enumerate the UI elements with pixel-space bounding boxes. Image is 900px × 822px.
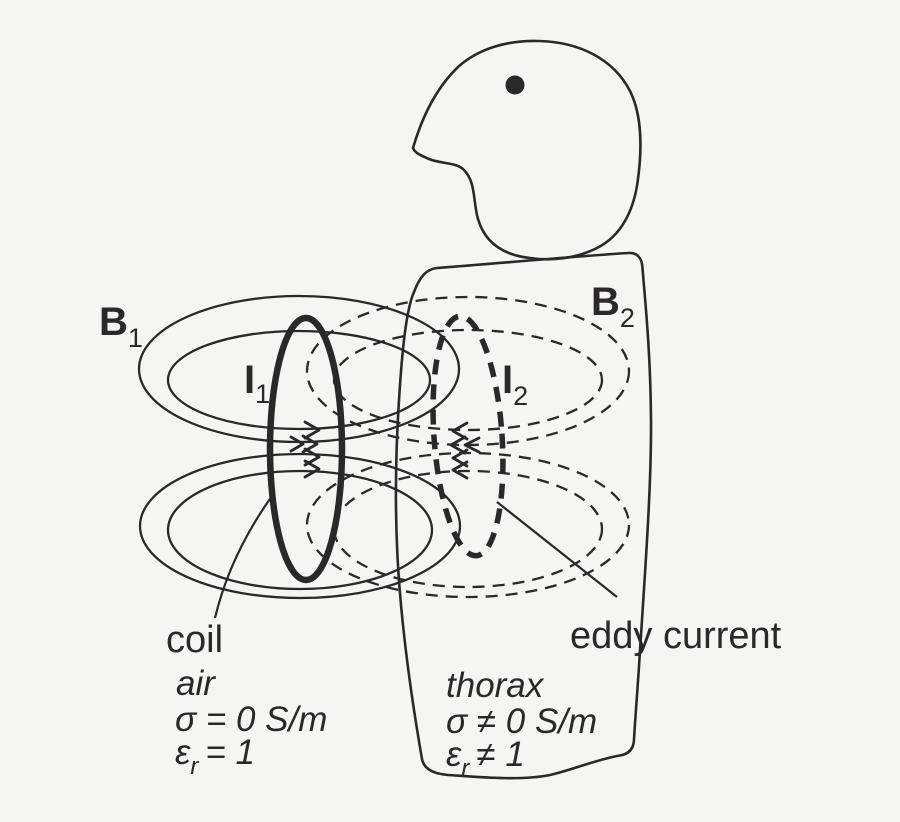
b2-direction-arrows (449, 421, 481, 480)
b1-field-line-bottom-outer (138, 452, 462, 600)
eddy-current-loop (430, 313, 506, 559)
thorax-conductivity-label: σ ≠ 0 S/m (446, 702, 597, 741)
b2-flux-arrow (449, 435, 467, 455)
b2-field-line-bottom-outer (305, 451, 631, 599)
b2-flux-arrow (451, 460, 469, 480)
eddy-current-label: eddy current (570, 615, 782, 657)
thorax-medium-label: thorax (446, 666, 545, 705)
b1-direction-arrows (289, 420, 321, 479)
b2-field-line-bottom-inner (332, 469, 604, 589)
coil-loop (266, 314, 346, 584)
eddy-current-pointer-line (496, 501, 618, 598)
eye-dot (505, 75, 525, 95)
air-medium-label: air (176, 664, 216, 703)
b1-label: B1 (99, 300, 143, 353)
air-permittivity-label: εr= 1 (175, 733, 255, 780)
thorax-permittivity-label: εr≠ 1 (446, 735, 525, 782)
b1-field-line-top-inner (166, 329, 432, 431)
air-properties: air σ = 0 S/m εr= 1 (175, 664, 327, 780)
thorax-properties: thorax σ ≠ 0 S/m εr≠ 1 (446, 666, 597, 782)
i1-label: I1 (244, 358, 270, 409)
i2-label: I2 (502, 358, 528, 411)
head-outline (411, 39, 642, 261)
b2-field-line-top-inner (332, 328, 604, 432)
b1-flux-arrow (303, 459, 321, 479)
b1-field-line-bottom-inner (166, 469, 434, 591)
coil-pointer-line (213, 495, 273, 619)
thorax-outline (394, 251, 653, 780)
air-conductivity-label: σ = 0 S/m (175, 700, 327, 739)
coil-label: coil (166, 619, 223, 661)
b2-flux-arrow (451, 421, 469, 441)
b2-label: B2 (591, 280, 635, 333)
b2-flux-arrow (463, 436, 481, 454)
b1-flux-arrow (303, 420, 321, 440)
b1-flux-arrow (289, 435, 305, 453)
